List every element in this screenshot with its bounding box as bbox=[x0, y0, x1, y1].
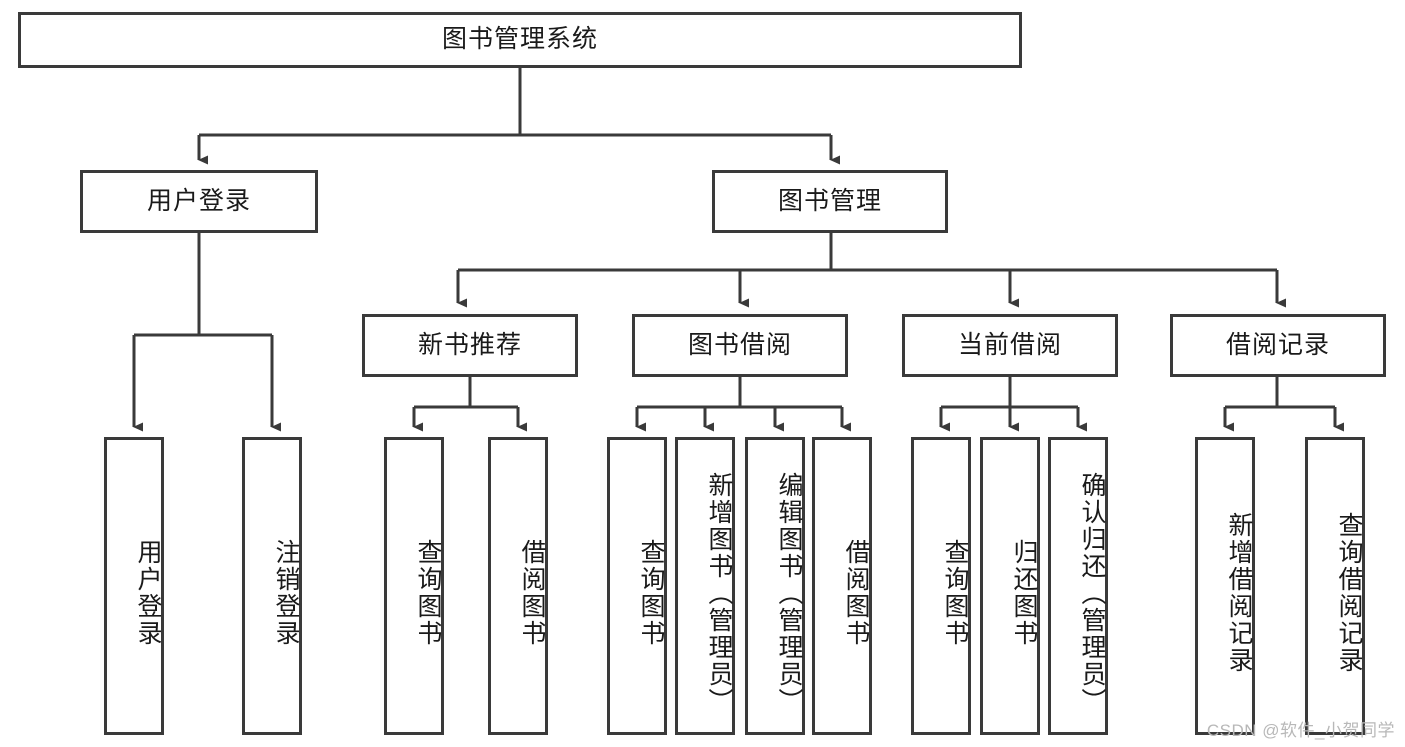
leaf-borrow-query[interactable]: 查询图书 bbox=[607, 437, 667, 735]
leaf-label: 确认归还（管理员） bbox=[1078, 471, 1106, 715]
leaf-label: 查询图书 bbox=[637, 539, 665, 647]
leaf-label: 编辑图书（管理员） bbox=[775, 471, 803, 715]
leaf-label: 用户登录 bbox=[134, 539, 162, 647]
node-current-borrow[interactable]: 当前借阅 bbox=[902, 314, 1118, 377]
leaf-label: 归还图书 bbox=[1010, 539, 1038, 647]
leaf-user-login-login[interactable]: 用户登录 bbox=[104, 437, 164, 735]
leaf-label: 查询图书 bbox=[941, 539, 969, 647]
leaf-new-book-query[interactable]: 查询图书 bbox=[384, 437, 444, 735]
leaf-user-login-logout[interactable]: 注销登录 bbox=[242, 437, 302, 735]
leaf-record-query[interactable]: 查询借阅记录 bbox=[1305, 437, 1365, 735]
leaf-current-confirm-return[interactable]: 确认归还（管理员） bbox=[1048, 437, 1108, 735]
leaf-current-return[interactable]: 归还图书 bbox=[980, 437, 1040, 735]
node-new-book-recommend-label: 新书推荐 bbox=[417, 330, 522, 359]
leaf-current-query[interactable]: 查询图书 bbox=[911, 437, 971, 735]
leaf-label: 查询图书 bbox=[414, 539, 442, 647]
leaf-label: 新增图书（管理员） bbox=[705, 471, 733, 715]
node-root[interactable]: 图书管理系统 bbox=[18, 12, 1022, 68]
node-book-borrow[interactable]: 图书借阅 bbox=[632, 314, 848, 377]
node-book-borrow-label: 图书借阅 bbox=[687, 330, 792, 359]
csdn-watermark: CSDN @软件_小贺同学 bbox=[1206, 721, 1395, 740]
node-borrow-record[interactable]: 借阅记录 bbox=[1170, 314, 1386, 377]
leaf-label: 借阅图书 bbox=[518, 539, 546, 647]
leaf-borrow-add-book[interactable]: 新增图书（管理员） bbox=[675, 437, 735, 735]
leaf-label: 注销登录 bbox=[272, 539, 300, 647]
node-new-book-recommend[interactable]: 新书推荐 bbox=[362, 314, 578, 377]
leaf-label: 借阅图书 bbox=[842, 539, 870, 647]
node-root-label: 图书管理系统 bbox=[441, 25, 598, 54]
node-user-login-label: 用户登录 bbox=[146, 186, 251, 215]
node-book-management[interactable]: 图书管理 bbox=[712, 170, 948, 233]
leaf-label: 新增借阅记录 bbox=[1225, 512, 1253, 674]
leaf-label: 查询借阅记录 bbox=[1335, 512, 1363, 674]
node-book-management-label: 图书管理 bbox=[777, 186, 882, 215]
leaf-record-add[interactable]: 新增借阅记录 bbox=[1195, 437, 1255, 735]
node-current-borrow-label: 当前借阅 bbox=[957, 330, 1062, 359]
leaf-borrow-edit-book[interactable]: 编辑图书（管理员） bbox=[745, 437, 805, 735]
leaf-new-book-borrow[interactable]: 借阅图书 bbox=[488, 437, 548, 735]
node-user-login[interactable]: 用户登录 bbox=[80, 170, 318, 233]
leaf-borrow-borrow-book[interactable]: 借阅图书 bbox=[812, 437, 872, 735]
node-borrow-record-label: 借阅记录 bbox=[1225, 330, 1330, 359]
